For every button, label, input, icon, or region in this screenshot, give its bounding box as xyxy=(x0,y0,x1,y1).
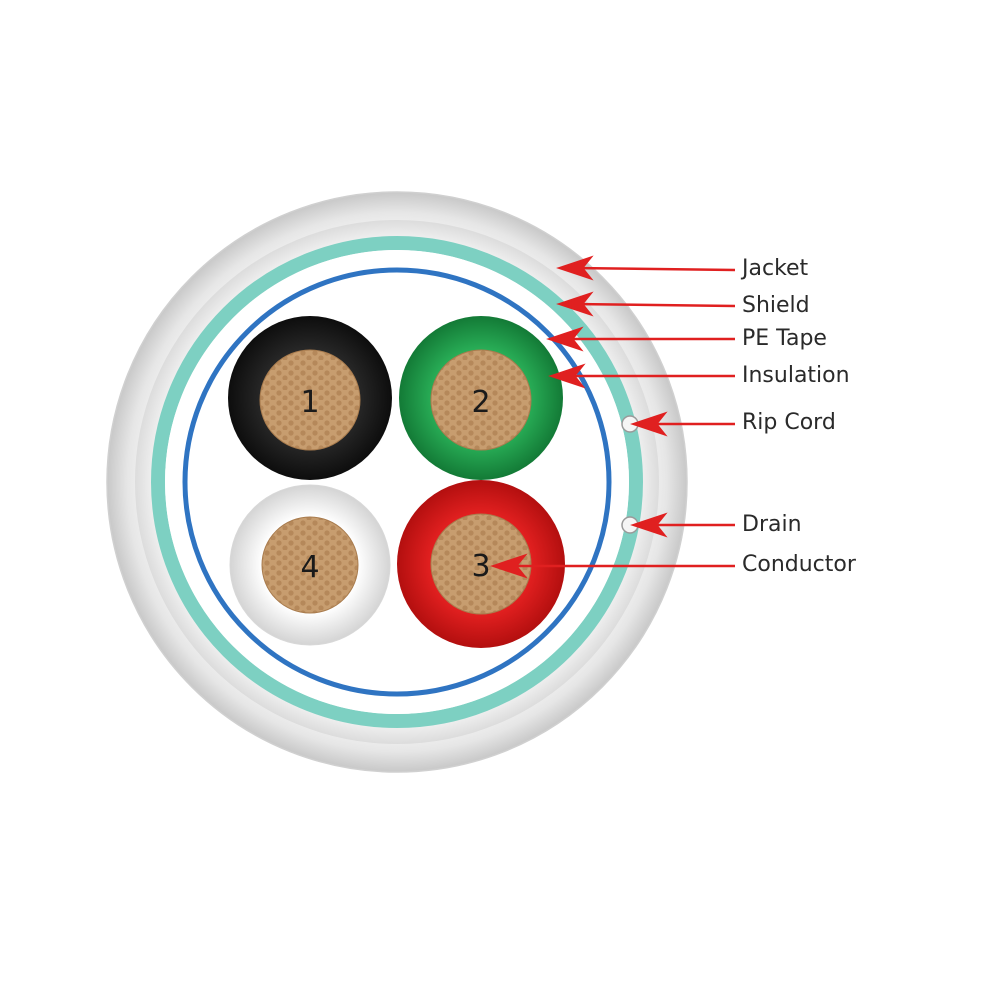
conductor-1: 1 xyxy=(228,316,392,480)
jacket-arrowhead xyxy=(556,255,594,281)
pe-tape-layer xyxy=(182,267,612,697)
conductor-3: 3 xyxy=(397,480,565,648)
jacket-label: Jacket xyxy=(742,256,809,281)
shield-label: Shield xyxy=(742,293,810,318)
drain-arrowhead xyxy=(630,512,668,538)
conductor-2: 2 xyxy=(399,316,563,480)
insulation-arrowhead xyxy=(548,363,586,389)
rip-cord-arrowhead xyxy=(630,411,668,437)
shield-layer xyxy=(151,236,643,728)
conductor-arrowhead xyxy=(490,553,528,579)
rip-cord-label: Rip Cord xyxy=(742,410,836,435)
shield-callout-line xyxy=(571,302,736,308)
conductor-number-4: 4 xyxy=(300,550,319,585)
pe-tape-label: PE Tape xyxy=(742,326,827,351)
insulation-label: Insulation xyxy=(742,363,850,388)
copper-core-4 xyxy=(261,516,359,614)
shield-arrowhead xyxy=(556,291,594,317)
conductor-number-2: 2 xyxy=(471,385,490,420)
shield-inner-white xyxy=(165,250,629,714)
copper-core-3 xyxy=(430,513,532,615)
conductor-number-3: 3 xyxy=(471,549,490,584)
copper-core-2 xyxy=(430,349,532,451)
pe-tape-arrowhead xyxy=(546,326,584,352)
drain-label: Drain xyxy=(742,512,802,537)
conductor-number-1: 1 xyxy=(300,385,319,420)
conductor-4: 4 xyxy=(229,484,391,646)
copper-core-1 xyxy=(259,349,361,451)
conductor-label: Conductor xyxy=(742,552,856,577)
jacket-callout-line xyxy=(571,266,736,272)
